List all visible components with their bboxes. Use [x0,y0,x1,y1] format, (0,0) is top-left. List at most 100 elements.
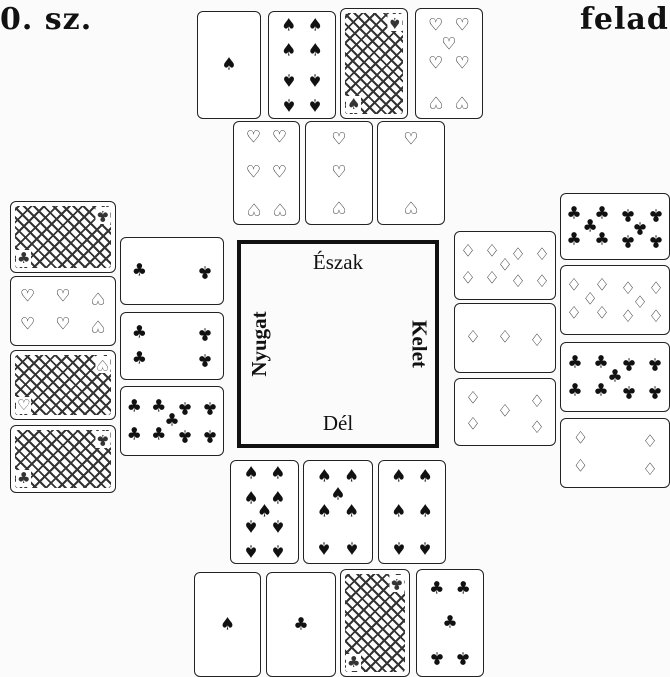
clubs-icon: ♣ [594,205,609,222]
card-south-clubs-j[interactable]: ♣♣ [340,569,410,677]
diamonds-icon: ♢ [529,390,544,407]
card-west-clubs-k[interactable]: ♣♣ [10,201,116,273]
card-south-spades-9[interactable]: ♠♠♠♠♠♠♠♠♠ [230,460,299,564]
diamonds-icon: ♢ [529,417,544,434]
card-north-hearts-3[interactable]: ♡♡♡ [305,121,373,225]
clubs-icon: ♣ [197,263,212,280]
clubs-icon: ♣ [202,399,217,416]
diamonds-icon: ♢ [648,305,663,322]
card-north-hearts-2[interactable]: ♡♡ [377,121,445,225]
card-north-spades-a[interactable]: ♠ [197,11,261,119]
clubs-icon: ♣ [95,431,110,448]
card-east-clubs-10[interactable]: ♣♣♣♣♣♣♣♣♣♣ [560,193,670,260]
clubs-court-figure: ♣♣ [345,574,405,672]
spades-icon: ♠ [281,43,296,60]
clubs-icon: ♣ [16,250,31,267]
card-north-hearts-7[interactable]: ♡♡♡♡♡♡♡ [415,8,483,119]
spades-icon: ♠ [317,538,332,555]
clubs-icon: ♣ [16,470,31,487]
diamonds-icon: ♢ [642,431,657,448]
clubs-court-figure: ♣♣ [15,206,111,268]
hearts-icon: ♡ [246,199,261,216]
label-east: Kelet [407,320,432,368]
spades-icon: ♠ [391,538,406,555]
card-west-clubs-2[interactable]: ♣♣ [120,237,224,305]
clubs-icon: ♣ [95,207,110,224]
hearts-icon: ♡ [455,92,470,109]
spades-icon: ♠ [308,70,323,87]
card-east-diamonds-5[interactable]: ♢♢♢♢♢ [454,378,556,446]
clubs-icon: ♣ [647,382,662,399]
spades-icon: ♠ [270,517,285,534]
spades-icon: ♠ [391,469,406,486]
clubs-icon: ♣ [647,355,662,372]
diamonds-icon: ♢ [460,244,475,261]
hearts-icon: ♡ [16,397,31,414]
diamonds-icon: ♢ [648,278,663,295]
diamonds-icon: ♢ [534,270,549,287]
card-east-clubs-9[interactable]: ♣♣♣♣♣♣♣♣♣ [560,342,670,412]
hearts-icon: ♡ [403,132,418,149]
clubs-icon: ♣ [132,351,147,368]
spades-icon: ♠ [243,517,258,534]
card-west-clubs-q[interactable]: ♣♣ [10,425,116,493]
page-number-heading: 0. sz. [0,2,92,37]
hearts-icon: ♡ [20,289,35,306]
card-east-diamonds-9[interactable]: ♢♢♢♢♢♢♢♢♢ [454,231,556,300]
clubs-icon: ♣ [197,351,212,368]
clubs-icon: ♣ [566,231,581,248]
clubs-icon: ♣ [429,648,444,665]
card-south-spades-a[interactable]: ♠ [194,572,261,677]
spades-icon: ♠ [418,504,433,521]
clubs-icon: ♣ [566,205,581,222]
spades-icon: ♠ [308,96,323,113]
card-north-spades-8[interactable]: ♠♠♠♠♠♠♠♠ [268,11,336,119]
clubs-icon: ♣ [127,426,142,443]
card-south-clubs-5[interactable]: ♣♣♣♣♣ [416,569,484,677]
clubs-icon: ♣ [632,218,647,235]
diamonds-icon: ♢ [642,458,657,475]
diamonds-icon: ♢ [460,270,475,287]
spades-icon: ♠ [281,70,296,87]
card-north-spades-k[interactable]: ♠♠ [340,8,408,119]
compass-board: Észak Dél Nyugat Kelet [237,240,439,448]
hearts-icon: ♡ [95,356,110,373]
diamonds-icon: ♢ [632,292,647,309]
hearts-icon: ♡ [455,55,470,72]
diamonds-icon: ♢ [510,270,525,287]
clubs-icon: ♣ [593,382,608,399]
clubs-icon: ♣ [567,355,582,372]
card-north-hearts-6[interactable]: ♡♡♡♡♡♡ [233,121,300,225]
hearts-icon: ♡ [246,165,261,182]
spades-icon: ♠ [418,469,433,486]
spades-icon: ♠ [281,17,296,34]
hearts-icon: ♡ [331,197,346,214]
diamonds-icon: ♢ [566,305,581,322]
clubs-icon: ♣ [648,231,663,248]
spades-icon: ♠ [317,504,332,521]
card-east-diamonds-4[interactable]: ♢♢♢♢ [560,418,670,488]
card-west-hearts-6[interactable]: ♡♡♡♡♡♡ [10,276,116,346]
clubs-icon: ♣ [621,382,636,399]
spades-icon: ♠ [387,14,402,31]
card-west-clubs-9[interactable]: ♣♣♣♣♣♣♣♣♣ [120,386,224,456]
card-south-spades-7[interactable]: ♠♠♠♠♠♠♠ [303,460,373,564]
clubs-icon: ♣ [456,581,471,598]
hearts-icon: ♡ [455,18,470,35]
hearts-icon: ♡ [55,316,70,333]
card-east-diamonds-10[interactable]: ♢♢♢♢♢♢♢♢♢♢ [560,265,670,335]
label-west: Nyugat [247,311,272,376]
card-south-clubs-a[interactable]: ♣ [266,572,336,677]
spades-icon: ♠ [391,504,406,521]
clubs-icon: ♣ [621,355,636,372]
diamonds-icon: ♢ [534,244,549,261]
card-west-hearts-k[interactable]: ♡♡ [10,350,116,420]
spades-icon: ♠ [243,541,258,558]
spades-icon: ♠ [221,57,236,74]
clubs-icon: ♣ [593,355,608,372]
diamonds-icon: ♢ [573,431,588,448]
hearts-icon: ♡ [20,316,35,333]
card-east-diamonds-3[interactable]: ♢♢♢ [454,303,556,373]
card-west-clubs-4[interactable]: ♣♣♣♣ [120,312,224,380]
card-south-spades-6[interactable]: ♠♠♠♠♠♠ [378,460,446,564]
